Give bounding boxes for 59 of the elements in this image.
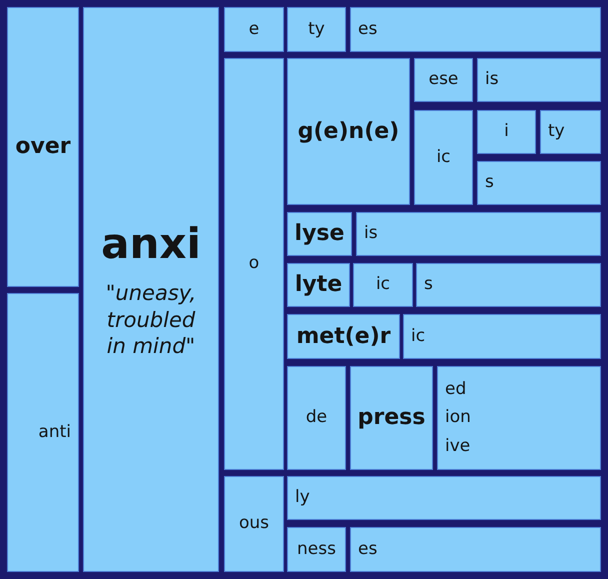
- morpheme-box: [356, 212, 601, 256]
- morpheme-box: [403, 314, 601, 359]
- stem-text: lyte: [294, 272, 342, 298]
- morpheme-text: ty: [308, 20, 325, 40]
- morpheme-box: [287, 366, 346, 470]
- stem-text: g(e)n(e): [298, 118, 400, 144]
- morpheme-text: s: [485, 173, 494, 193]
- morpheme-box: [287, 263, 350, 307]
- morpheme-text: ed: [445, 380, 466, 400]
- morpheme-box: [416, 263, 601, 307]
- morpheme-box: [350, 366, 433, 470]
- morpheme-text: ic: [376, 275, 390, 295]
- morpheme-box: [414, 110, 473, 205]
- morpheme-box: [287, 314, 400, 359]
- morpheme-text: ion: [445, 408, 471, 428]
- meaning-gloss: "uneasy, troubled in mind": [104, 280, 198, 360]
- morpheme-box: [287, 476, 601, 520]
- morpheme-box: [540, 110, 601, 154]
- stem-text: lyse: [294, 221, 344, 247]
- morpheme-box: [287, 212, 352, 256]
- morpheme-box: [477, 161, 601, 205]
- morpheme-text: es: [358, 540, 378, 560]
- morpheme-text: ive: [445, 436, 470, 456]
- morpheme-box: [477, 58, 601, 102]
- morpheme-text: ic: [411, 326, 426, 346]
- morpheme-text: ly: [295, 488, 310, 508]
- morpheme-box: [414, 58, 473, 102]
- root-box: [83, 7, 219, 572]
- morpheme-box: [287, 7, 346, 52]
- stem-text: met(e)r: [296, 324, 391, 350]
- morpheme-text: i: [504, 122, 509, 142]
- morpheme-text: ic: [436, 148, 451, 168]
- morpheme-box: [437, 366, 601, 470]
- morpheme-box: [477, 110, 536, 154]
- morpheme-box: [224, 58, 284, 470]
- morpheme-text: es: [358, 20, 378, 40]
- morpheme-text: e: [248, 20, 260, 40]
- morpheme-text: is: [364, 224, 378, 244]
- morpheme-text: ese: [428, 70, 458, 90]
- root-word: anxi: [101, 220, 201, 268]
- morpheme-box: [7, 293, 79, 572]
- morpheme-box: [224, 476, 284, 572]
- stem-text: press: [358, 405, 426, 431]
- morpheme-box: [287, 527, 346, 572]
- morpheme-box: [350, 7, 601, 52]
- morpheme-text: is: [485, 70, 499, 90]
- morpheme-text: de: [306, 408, 328, 428]
- morpheme-text: ous: [238, 514, 270, 534]
- morpheme-box: [287, 58, 410, 205]
- morpheme-text: anti: [38, 422, 71, 442]
- morpheme-box: [7, 7, 79, 287]
- morpheme-box: [353, 263, 413, 307]
- morpheme-box: [224, 7, 284, 52]
- morpheme-box: [350, 527, 601, 572]
- morpheme-text: ness: [297, 540, 336, 560]
- morpheme-text: ty: [548, 122, 565, 142]
- morpheme-text: o: [248, 254, 260, 274]
- morpheme-text: s: [424, 275, 433, 295]
- stem-text: over: [15, 134, 71, 160]
